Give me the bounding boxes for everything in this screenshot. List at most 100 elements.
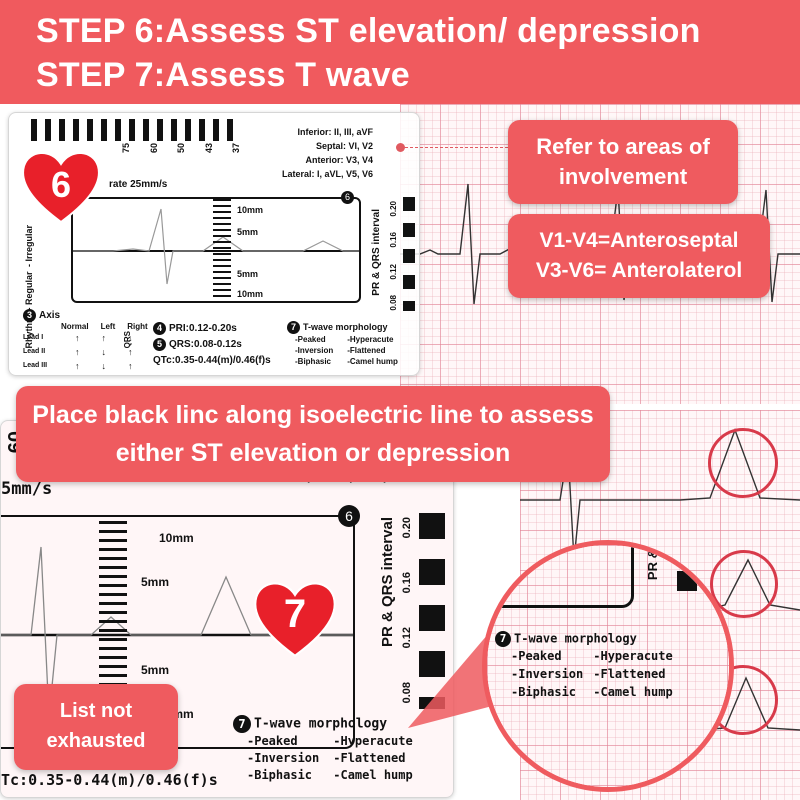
t-wave-item: -Peaked	[295, 335, 326, 344]
box-number-icon: 6	[341, 191, 354, 204]
qrs-text: QRS:0.08-0.12s	[169, 339, 242, 350]
t-wave-item: -Peaked	[247, 734, 298, 748]
list-not-text: List not exhausted	[46, 700, 146, 752]
interval-value: 0.08	[389, 295, 398, 311]
heart-icon: 7	[250, 576, 340, 660]
t-wave-title: T-wave morphology	[303, 321, 388, 332]
number-bullet-icon: 7	[287, 321, 300, 334]
t-wave-item: -Inversion	[295, 346, 334, 355]
axis-arrow: ↑	[128, 347, 133, 357]
pri-text: PRI:0.12-0.20s	[169, 323, 237, 334]
axis-arrow: ↓	[128, 333, 133, 343]
mm-label: 5mm	[141, 663, 170, 677]
t-wave-item: -Flattened	[347, 346, 386, 355]
t-wave-item: -Biphasic	[295, 357, 332, 366]
zoom-interval-bar	[677, 571, 697, 591]
number-bullet-icon: 5	[153, 337, 166, 351]
axis-arrow: ↓	[101, 347, 107, 357]
area-lateral: Lateral: I, aVL, V5, V6	[281, 169, 373, 179]
interval-bars	[419, 513, 445, 709]
step-header: STEP 6:Assess ST elevation/ depression S…	[0, 0, 800, 104]
pr-qrs-values: 0.20 0.16 0.12 0.08	[389, 201, 398, 311]
axis-row: Lead II ↑ ↓ ↑	[23, 345, 148, 359]
t-wave-title: T-wave morphology	[514, 631, 637, 646]
t-wave-item: -Hyperacute	[333, 734, 413, 748]
interval-value: 0.12	[401, 626, 413, 649]
t-wave-item: -Camel hump	[347, 357, 398, 366]
rhythm-irregular: - Irregular	[24, 225, 34, 268]
box-number-icon: 6	[338, 505, 360, 527]
axis-lead: Lead I	[23, 334, 44, 341]
scale-number: 75	[121, 143, 131, 154]
axis-arrow: ↑	[75, 333, 80, 343]
t-wave-item: -Biphasic	[247, 768, 313, 782]
mm-label: 5mm	[237, 227, 259, 237]
number-bullet-icon: 4	[153, 321, 166, 335]
axis-arrow: ↑	[101, 333, 107, 343]
measurement-box: 10mm 5mm 5mm 10mm 6	[71, 191, 361, 303]
number-bullet-icon: 7	[233, 715, 251, 733]
scale-number: 37	[231, 143, 241, 154]
refer-text: Refer to areas of involvement	[536, 134, 710, 189]
mm-label: 10mm	[237, 289, 264, 299]
leader-line	[400, 147, 508, 148]
pr-qrs-title: PR & QRS interval	[371, 209, 382, 296]
step-7-title: STEP 7:Assess T wave	[36, 56, 410, 94]
axis-lead: Lead II	[23, 348, 46, 355]
t-wave-item: -Inversion	[511, 667, 584, 681]
pr-qrs-values: 0.20 0.16 0.12 0.08	[401, 517, 413, 703]
qtc-text: QTc:0.35-0.44(m)/0.46(f)s	[153, 355, 271, 366]
rhythm-regular: - Regular	[24, 271, 34, 311]
t-wave-item: -Flattened	[593, 667, 666, 681]
t-wave-item: -Biphasic	[511, 685, 577, 699]
axis-row: Lead III ↑ ↓ ↑	[23, 359, 148, 373]
list-not-exhausted-callout: List not exhausted	[14, 684, 178, 770]
heart-icon: 6	[18, 146, 104, 226]
scale-number: 60	[148, 143, 159, 154]
axis-title: Axis	[39, 310, 61, 322]
zoom-pr-label: PR &	[645, 549, 660, 581]
ecg-ruler-bottom: 60 5mm/s Lateral: I, aVL, V5, V6 10mm 5m…	[0, 420, 454, 798]
interval-value: 0.16	[401, 571, 413, 594]
qtc-text: Tc:0.35-0.44(m)/0.46(f)s	[1, 771, 218, 789]
interval-value: 0.16	[389, 232, 398, 249]
mm-label: 5mm	[141, 575, 170, 589]
axis-arrow: ↓	[101, 361, 107, 371]
interval-value: 0.20	[389, 201, 398, 217]
leads-anteroseptal: V1-V4=Anteroseptal	[539, 229, 739, 252]
t-wave-item: -Camel hump	[333, 768, 413, 782]
t-wave-item: -Camel hump	[593, 685, 673, 699]
heart-number-6: 6	[50, 164, 72, 205]
ruler-scale-bars	[31, 119, 241, 141]
t-wave-item: -Peaked	[511, 649, 562, 663]
rate-label: 5mm/s	[1, 479, 53, 499]
axis-arrow: ↑	[75, 361, 80, 371]
leader-dot	[396, 143, 405, 152]
area-septal: Septal: VI, V2	[315, 141, 373, 151]
t-wave-title: T-wave morphology	[254, 716, 388, 732]
scale-number: 43	[203, 143, 214, 154]
axis-col: Right	[127, 322, 148, 331]
scale-numbers: 75 60 50 43 37	[121, 143, 241, 153]
qrs-side-label: QRS	[123, 331, 132, 349]
step-6-title: STEP 6:Assess ST elevation/ depression	[36, 12, 701, 50]
number-bullet-icon: 7	[495, 631, 511, 647]
t-wave-highlight-1	[708, 428, 778, 498]
interval-value: 0.20	[401, 517, 413, 539]
rate-label: rate 25mm/s	[109, 179, 168, 190]
interval-value: 0.12	[389, 263, 398, 280]
t-wave-item: -Hyperacute	[593, 649, 673, 663]
axis-col: Left	[100, 322, 116, 331]
place-line-text: Place black linc along isoelectric line …	[32, 401, 594, 467]
mm-ruler	[213, 199, 231, 301]
mm-label: 10mm	[237, 205, 264, 215]
axis-row: Lead I ↑ ↑ ↓	[23, 331, 148, 345]
area-inferior: Inferior: II, III, aVF	[297, 127, 373, 137]
axis-arrow: ↑	[75, 347, 80, 357]
area-anterior: Anterior: V3, V4	[305, 155, 373, 165]
axis-arrow: ↑	[128, 361, 133, 371]
